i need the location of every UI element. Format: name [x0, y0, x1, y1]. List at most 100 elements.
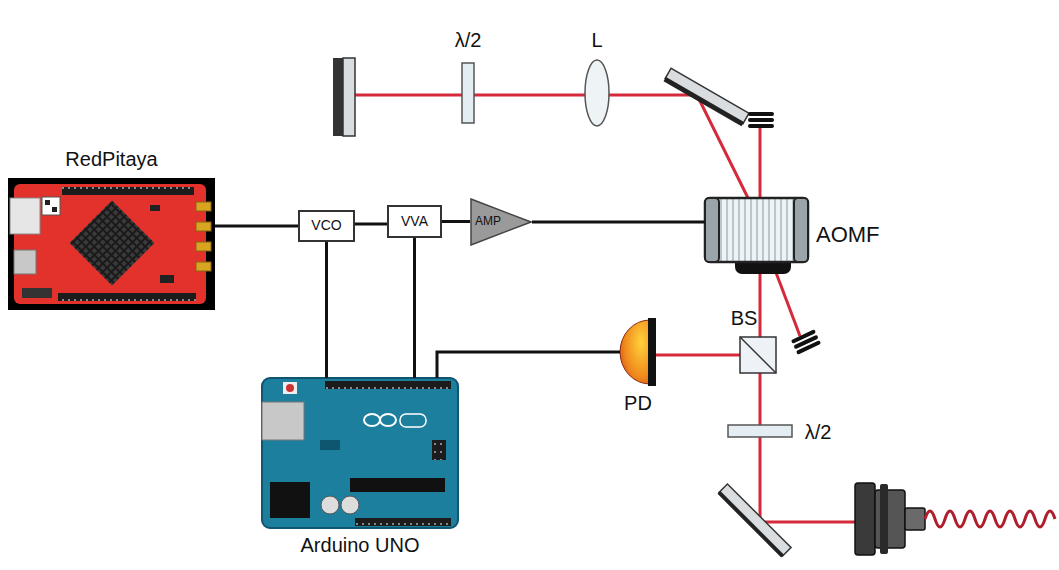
photodiode [620, 320, 650, 384]
redpitaya-board [52, 207, 57, 212]
beam-dump [748, 118, 774, 122]
waveplate-label: λ/2 [455, 29, 482, 52]
laser-beam [355, 95, 748, 198]
redpitaya-board [196, 202, 211, 211]
redpitaya-board [8, 178, 215, 310]
signal-wire [215, 225, 298, 228]
arduino-board [283, 382, 297, 394]
signal-wire [355, 223, 387, 226]
aom-crystal [705, 198, 808, 262]
arduino-board: Arduino UNO [262, 378, 458, 528]
redpitaya-board [150, 205, 160, 211]
beam-dump [748, 112, 774, 128]
redpitaya-board [45, 200, 50, 205]
arduino-board [262, 378, 458, 528]
redpitaya-board [8, 178, 215, 310]
splitter-label: BS [731, 307, 758, 330]
node-label: AOMF [816, 223, 880, 247]
signal-wire [413, 238, 416, 378]
mirror [718, 484, 792, 558]
node-label: AMP [475, 215, 501, 228]
mirror [719, 484, 791, 556]
aom-crystal [794, 198, 808, 262]
arduino-board [350, 478, 445, 492]
redpitaya-board [196, 222, 211, 231]
fiber-coupler [905, 508, 925, 530]
mirror [665, 68, 749, 123]
half-wave-plate [462, 63, 474, 123]
node-label: VVA [401, 214, 428, 229]
beam-dump [748, 112, 774, 116]
redpitaya-board [196, 262, 211, 271]
mirror [718, 491, 784, 557]
lens-label: L [591, 29, 602, 52]
arduino-board [262, 402, 304, 440]
optical-fiber [925, 511, 1055, 527]
aom-crystal [705, 198, 719, 262]
aom-crystal: AOMF [705, 198, 808, 272]
amplifier-outline [471, 199, 531, 245]
fiber-coupler [880, 484, 888, 554]
node-label: RedPitaya [65, 148, 157, 170]
photodiode: PD [620, 318, 656, 386]
signal-wire [437, 352, 620, 378]
arduino-board [320, 440, 340, 450]
mirror [664, 77, 744, 126]
redpitaya-board [62, 187, 194, 195]
beam-splitter [740, 337, 776, 373]
redpitaya-board [42, 197, 60, 215]
beam-splitter [740, 337, 776, 373]
fiber-coupler [875, 490, 905, 548]
redpitaya-board [196, 242, 211, 251]
beam-dump [796, 340, 821, 355]
redpitaya-board [10, 198, 40, 234]
arduino-board [380, 414, 396, 426]
arduino-board [432, 440, 446, 460]
half-wave-plate [728, 425, 792, 437]
laser-beam [760, 272, 855, 522]
redpitaya-board [70, 201, 155, 286]
mirror [343, 58, 355, 136]
lens [585, 60, 609, 126]
arduino-board [341, 496, 359, 514]
arduino-board [355, 518, 451, 526]
fiber-coupler [855, 483, 875, 555]
beam-dump [791, 329, 821, 354]
arduino-board [364, 414, 380, 426]
laser-beam [656, 354, 742, 357]
amplifier-triangle: AMP [470, 198, 532, 246]
node-label: Arduino UNO [301, 534, 420, 556]
node-label: PD [624, 392, 652, 414]
redpitaya-board [14, 250, 36, 274]
aom-crystal [705, 198, 808, 274]
signal-wire [532, 221, 705, 224]
photodiode [620, 318, 656, 386]
redpitaya-board [22, 288, 52, 298]
mirror [333, 58, 355, 136]
beam-dump [748, 124, 774, 128]
redpitaya-board [160, 275, 174, 283]
redpitaya-board [58, 293, 196, 301]
laser-beam [759, 128, 762, 198]
photodiode [648, 318, 656, 386]
arduino-board [325, 381, 451, 389]
mirror [664, 68, 749, 126]
node-label: VCO [311, 218, 341, 233]
arduino-board [321, 496, 339, 514]
arduino-board [400, 414, 426, 427]
beam-splitter [740, 337, 776, 373]
arduino-board [262, 378, 458, 528]
signal-wire [442, 220, 470, 223]
vva-box: VVA [387, 205, 442, 238]
vco-box: VCO [298, 210, 355, 242]
arduino-board [286, 384, 294, 392]
fiber-coupler [855, 483, 925, 555]
redpitaya-board [14, 184, 206, 304]
redpitaya-board: RedPitaya [8, 178, 215, 310]
waveplate-label: λ/2 [805, 421, 832, 444]
